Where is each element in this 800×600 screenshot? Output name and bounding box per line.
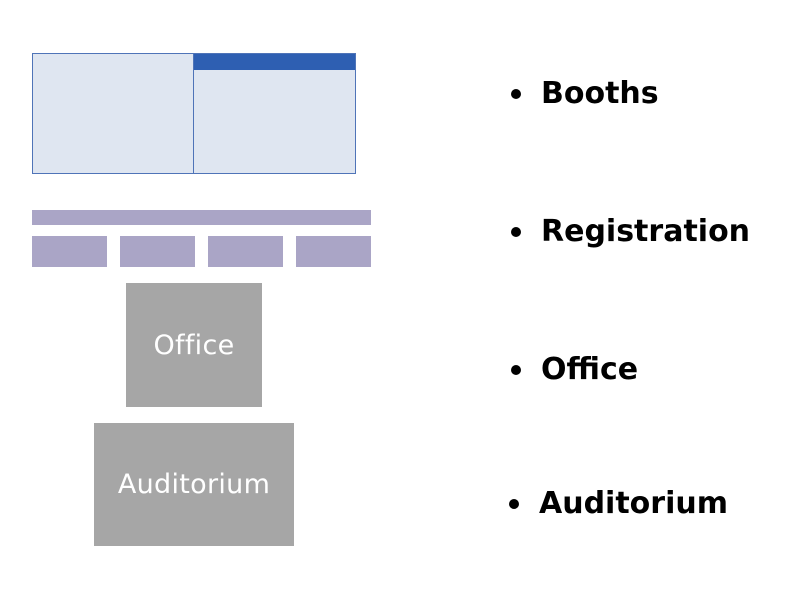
booth-area-right — [193, 53, 356, 174]
registration-desk — [120, 236, 195, 267]
booth-header-bar — [194, 54, 355, 70]
bullet-icon — [509, 498, 519, 509]
legend-item-label: Office — [541, 352, 639, 387]
auditorium-room-label: Auditorium — [117, 469, 271, 500]
registration-desk — [296, 236, 371, 267]
registration-counter — [32, 210, 371, 225]
office-room: Office — [126, 283, 262, 407]
registration-desk — [208, 236, 283, 267]
bullet-icon — [511, 364, 521, 375]
legend-item-auditorium: Auditorium — [509, 486, 728, 521]
office-room-label: Office — [153, 329, 235, 361]
legend-item-booths: Booths — [511, 76, 659, 111]
registration-desk — [32, 236, 107, 267]
bullet-icon — [511, 226, 521, 237]
booth-area-left — [32, 53, 194, 174]
legend-item-label: Auditorium — [539, 486, 728, 521]
bullet-icon — [511, 88, 521, 99]
legend-item-registration: Registration — [511, 214, 750, 249]
legend-item-label: Registration — [541, 214, 751, 249]
legend-item-office: Office — [511, 352, 638, 387]
legend-item-label: Booths — [541, 76, 659, 111]
auditorium-room: Auditorium — [94, 423, 294, 546]
